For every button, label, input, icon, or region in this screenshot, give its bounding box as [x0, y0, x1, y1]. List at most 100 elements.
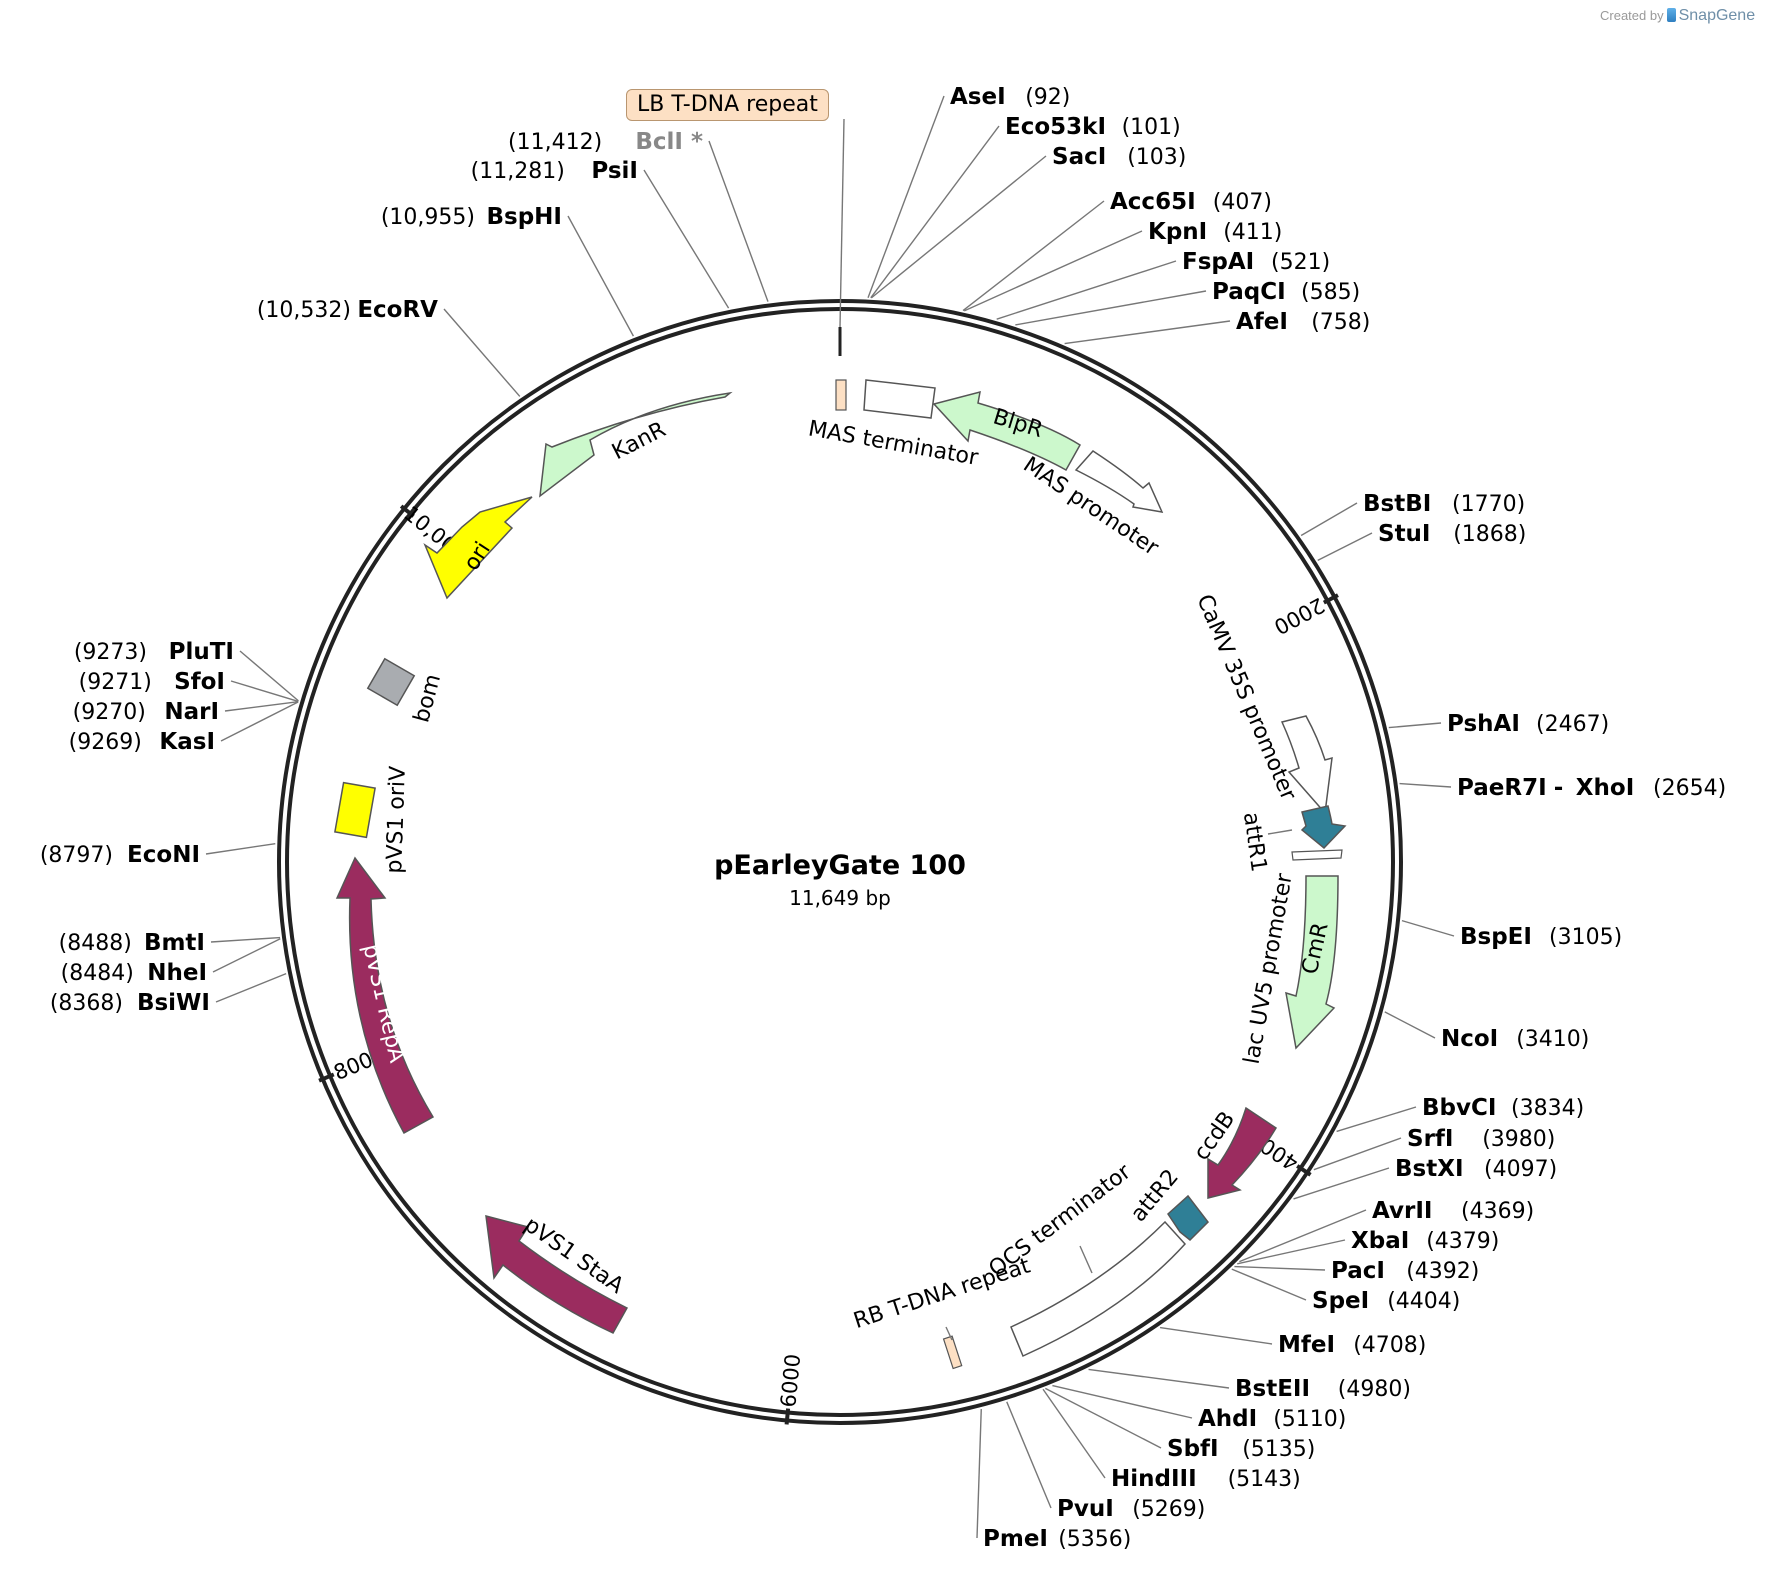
plasmid-size: 11,649 bp [789, 886, 891, 910]
site-name: PsiI [591, 158, 638, 184]
site-name: NheI [147, 960, 207, 986]
lb-repeat-marker [835, 379, 847, 411]
rb-repeat-label: RB T-DNA repeat [851, 1253, 1034, 1334]
site-name: NcoI [1441, 1026, 1498, 1052]
site-leader [212, 938, 281, 973]
site-position: (9269) [69, 730, 142, 755]
site-leader [962, 200, 1105, 312]
site-leader [643, 169, 730, 309]
pvs1-oriv-label: pVS1 oriV [382, 766, 411, 874]
site-leader [1231, 1268, 1307, 1301]
site-leader [205, 842, 276, 855]
site-position: (3834) [1511, 1096, 1584, 1121]
rb-repeat-marker [942, 1335, 963, 1370]
site-position: (9273) [74, 640, 147, 665]
site-position: (5110) [1273, 1407, 1346, 1432]
site-name: BbvCI [1422, 1095, 1496, 1121]
mas-promoter-arrow [1074, 450, 1164, 513]
site-position: (1868) [1453, 522, 1526, 547]
site-position: (5135) [1242, 1437, 1315, 1462]
site-leader [963, 230, 1143, 312]
bom-box [366, 657, 416, 707]
site-name: PacI [1331, 1258, 1385, 1284]
rb-label-leader [945, 1326, 953, 1341]
site-name: SacI [1052, 144, 1106, 170]
site-leader [1044, 1387, 1162, 1449]
site-position: (10,532) [257, 298, 351, 323]
site-name: KasI [159, 729, 215, 755]
site-leader [996, 260, 1177, 320]
plasmid-name: pEarleyGate 100 [714, 850, 966, 881]
site-leader [1042, 1388, 1106, 1479]
site-name: PaeR7I [1457, 775, 1547, 801]
site-position: (4379) [1426, 1229, 1499, 1254]
site-leader [210, 936, 281, 943]
site-leader [1064, 320, 1231, 345]
ocs-label-leader [1079, 1245, 1093, 1274]
site-leader [1336, 1106, 1417, 1133]
tick-mark [318, 1072, 335, 1083]
site-leader [1237, 1239, 1346, 1265]
ocs-terminator-box [1010, 1220, 1187, 1358]
site-position: (585) [1301, 280, 1360, 305]
site-position: (5269) [1132, 1497, 1205, 1522]
site-name: BsiWI [137, 990, 210, 1016]
site-leader [1006, 1401, 1052, 1509]
site-name: PmeI [983, 1526, 1048, 1552]
site-labels: AseI(92)Eco53kI(101)SacI(103)Acc65I(407)… [40, 84, 1726, 1552]
site-leader [1239, 1209, 1367, 1263]
site-position: (8797) [40, 843, 113, 868]
tick-label: 6000 [776, 1353, 805, 1408]
site-partner-separator: - [1554, 775, 1564, 801]
attr1-arrow [1300, 805, 1347, 850]
site-name: Eco53kI [1005, 114, 1106, 140]
site-position: (4404) [1387, 1289, 1460, 1314]
site-position: (2654) [1653, 776, 1726, 801]
site-name: BstEII [1235, 1376, 1310, 1402]
site-name: EcoNI [127, 842, 200, 868]
site-name: PluTI [169, 639, 234, 665]
attr2-arrow [1167, 1194, 1209, 1242]
site-leader [867, 95, 945, 298]
site-name: SbfI [1167, 1436, 1219, 1462]
site-leader-lines [205, 95, 1455, 1539]
site-name: SpeI [1312, 1288, 1369, 1314]
site-position: (8368) [50, 991, 123, 1016]
site-name: SfoI [174, 669, 225, 695]
site-name: NarI [164, 699, 219, 725]
site-position: (11,412) [508, 130, 602, 155]
site-position: (4097) [1484, 1157, 1557, 1182]
bom-label: bom [409, 671, 446, 725]
pvs1-staa-arrow [485, 1214, 629, 1334]
site-position: (521) [1271, 250, 1330, 275]
site-leader [1388, 722, 1442, 729]
tick-mark [784, 1408, 791, 1425]
site-name: SrfI [1407, 1126, 1453, 1152]
site-position: (4392) [1406, 1259, 1479, 1284]
site-position: (8484) [61, 961, 134, 986]
site-name: XbaI [1351, 1228, 1409, 1254]
site-leader [976, 1409, 982, 1539]
site-position: (5356) [1058, 1527, 1131, 1552]
site-leader [1384, 1011, 1436, 1039]
credit-brand: SnapGene [1678, 7, 1756, 24]
site-name: EcoRV [357, 297, 438, 323]
site-leader [215, 972, 287, 1003]
site-partner-name: XhoI [1576, 775, 1634, 801]
site-leader [1317, 532, 1373, 561]
site-position: (4980) [1338, 1377, 1411, 1402]
site-leader [1052, 1384, 1193, 1419]
site-name: AfeI [1236, 309, 1288, 335]
site-name: AvrII [1372, 1198, 1432, 1224]
site-leader [870, 125, 1000, 299]
site-name: FspAI [1182, 249, 1254, 275]
site-leader [220, 701, 299, 742]
site-leader [239, 650, 299, 702]
site-name: MfeI [1278, 1332, 1335, 1358]
site-name: StuI [1378, 521, 1431, 547]
site-position: (407) [1213, 190, 1272, 215]
site-name: BmtI [144, 930, 205, 956]
ccdb-arrow [1207, 1106, 1278, 1199]
